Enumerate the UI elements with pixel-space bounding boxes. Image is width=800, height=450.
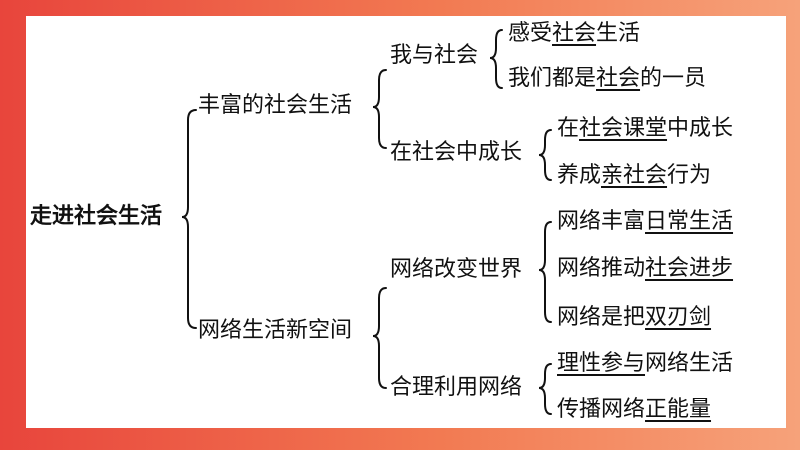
sub-bracket-4 xyxy=(538,363,552,415)
branch-bracket-1 xyxy=(372,69,387,149)
sub-node-1: 我与社会 xyxy=(390,43,479,68)
leaf-node: 养成亲社会行为 xyxy=(557,163,712,188)
root-bracket xyxy=(181,109,197,329)
leaf-node: 网络丰富日常生活 xyxy=(557,209,734,234)
root-node: 走进社会生活 xyxy=(30,204,163,229)
sub-node-3: 网络改变世界 xyxy=(390,257,523,282)
leaf-node: 在社会课堂中成长 xyxy=(557,116,734,141)
sub-bracket-2 xyxy=(538,129,552,181)
leaf-node: 感受社会生活 xyxy=(508,21,641,46)
sub-bracket-3 xyxy=(538,221,552,323)
leaf-node: 理性参与网络生活 xyxy=(557,351,734,376)
sub-bracket-1 xyxy=(489,29,503,89)
leaf-node: 我们都是社会的一员 xyxy=(508,66,707,91)
sub-node-2: 在社会中成长 xyxy=(390,140,523,165)
leaf-node: 传播网络正能量 xyxy=(557,397,712,422)
branch-bracket-2 xyxy=(372,287,387,389)
leaf-node: 网络是把双刃剑 xyxy=(557,305,712,330)
sub-node-4: 合理利用网络 xyxy=(390,375,523,400)
leaf-node: 网络推动社会进步 xyxy=(557,256,734,281)
branch-node-2: 网络生活新空间 xyxy=(198,318,353,343)
diagram-card xyxy=(26,16,786,428)
branch-node-1: 丰富的社会生活 xyxy=(198,93,353,118)
